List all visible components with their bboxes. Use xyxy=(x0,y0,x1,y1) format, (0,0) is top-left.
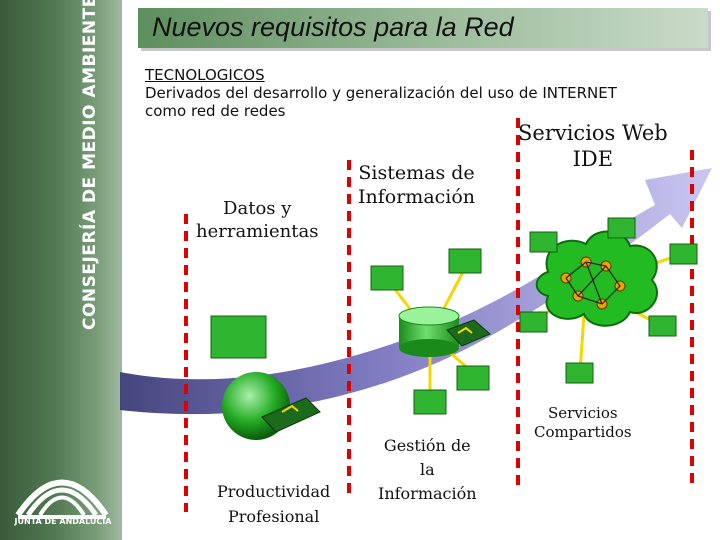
label-servicios-web-ide: Servicios Web IDE xyxy=(518,120,668,173)
label-gestion-informacion: Gestión de la Información xyxy=(378,434,477,506)
label-sistemas-informacion: Sistemas de Información xyxy=(358,162,475,210)
server-box-top-right xyxy=(449,249,481,273)
label-datos-herramientas: Datos y herramientas xyxy=(196,198,318,243)
server-box-bottom xyxy=(414,390,446,414)
server-box-bottom-right xyxy=(457,366,489,390)
server-box-top-left xyxy=(371,266,403,290)
label-productividad-profesional: Productividad Profesional xyxy=(217,480,330,530)
label-servicios-compartidos: Servicios Compartidos xyxy=(534,404,632,442)
personal-computer-box xyxy=(211,316,266,358)
